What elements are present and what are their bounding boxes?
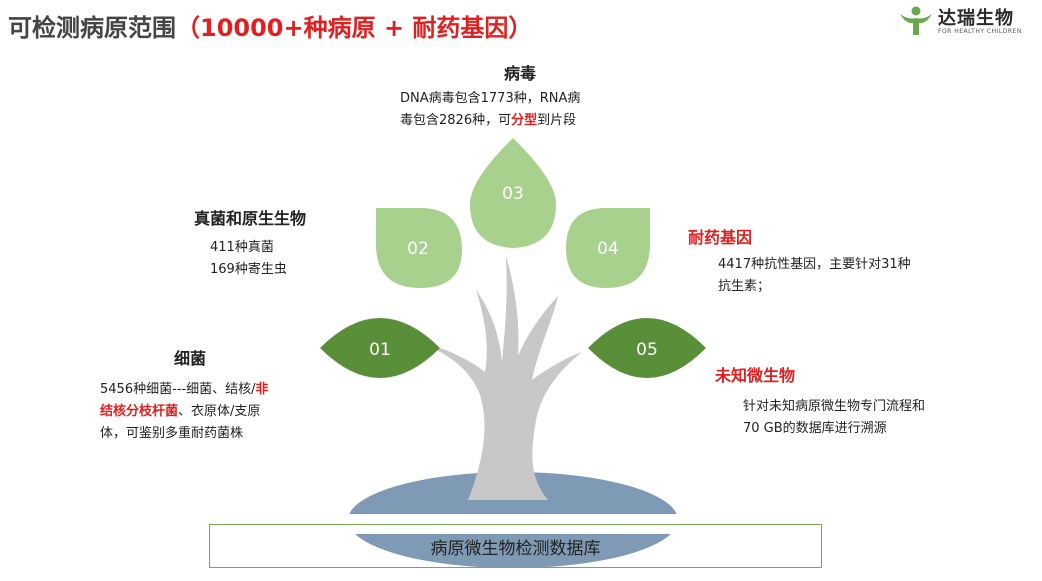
virus-typing-highlight: 分型 — [511, 113, 538, 128]
database-label: 病原微生物检测数据库 — [430, 538, 601, 559]
virus-section: 病毒 DNA病毒包含1773种，RNA病 毒包含2826种，可分型到片段 — [400, 60, 640, 132]
person-logo-icon — [900, 6, 932, 35]
unknown-section: 未知微生物 针对未知病原微生物专门流程和 70 GB的数据库进行溯源 — [715, 362, 925, 440]
leaf-03 — [470, 138, 556, 248]
database-box: 病原微生物检测数据库 — [209, 524, 822, 568]
resistance-heading: 耐药基因 — [688, 228, 753, 247]
resistance-line-2: 抗生素； — [718, 279, 771, 294]
fungi-heading: 真菌和原生生物 — [194, 209, 307, 228]
title-highlight: （10000+种病原 + 耐药基因） — [176, 14, 533, 42]
mycobacteria-highlight: 结核分枝杆菌 — [100, 404, 179, 419]
bacteria-line-3: 体，可鉴别多重耐药菌株 — [100, 426, 244, 441]
bacteria-line-2-end: 、衣原体/支原 — [178, 404, 261, 419]
virus-line-2-start: 毒包含2826种，可 — [400, 113, 512, 128]
leaf-04 — [566, 208, 650, 288]
fungi-line-2: 169种寄生虫 — [210, 262, 287, 277]
page-title: 可检测病原范围（10000+种病原 + 耐药基因） — [8, 8, 532, 43]
resistance-line-1: 4417种抗性基因，主要针对31种 — [718, 257, 911, 272]
bacteria-heading: 细菌 — [174, 349, 207, 368]
unknown-heading: 未知微生物 — [715, 366, 796, 385]
leaf-01-number: 01 — [369, 340, 391, 360]
virus-line-2: 毒包含2826种，可分型到片段 — [400, 110, 640, 132]
leaf-05-number: 05 — [636, 340, 658, 360]
bacteria-line-1-highlight: 非 — [255, 382, 269, 397]
tree-trunk — [422, 256, 582, 500]
leaf-04-number: 04 — [597, 239, 619, 259]
unknown-line-2: 70 GB的数据库进行溯源 — [743, 421, 887, 436]
fungi-section: 真菌和原生生物 411种真菌 169种寄生虫 — [194, 205, 306, 281]
virus-line-2-end: 到片段 — [537, 113, 577, 128]
leaf-03-number: 03 — [502, 184, 524, 204]
fungi-line-1: 411种真菌 — [210, 240, 274, 255]
logo-name: 达瑞生物 — [938, 8, 1014, 29]
leaf-02-number: 02 — [407, 239, 429, 259]
leaf-01 — [320, 318, 440, 378]
company-logo: 达瑞生物 FOR HEALTHY CHILDREN — [898, 4, 1038, 40]
leaf-05 — [588, 318, 706, 378]
unknown-line-1: 针对未知病原微生物专门流程和 — [743, 399, 926, 414]
title-main: 可检测病原范围 — [8, 13, 176, 42]
resistance-section: 耐药基因 4417种抗性基因，主要针对31种 抗生素； — [688, 224, 911, 298]
virus-line-1: DNA病毒包含1773种，RNA病 — [400, 91, 581, 106]
bacteria-line-1-start: 5456种细菌---细菌、结核/ — [100, 382, 256, 397]
bacteria-line-1: 5456种细菌---细菌、结核/非 — [100, 379, 269, 401]
bacteria-section: 细菌 5456种细菌---细菌、结核/非 结核分枝杆菌、衣原体/支原 体，可鉴别… — [100, 345, 269, 445]
virus-heading: 病毒 — [503, 64, 536, 83]
logo-tagline: FOR HEALTHY CHILDREN — [938, 28, 1022, 35]
leaf-02 — [376, 208, 462, 288]
bacteria-line-2: 结核分枝杆菌、衣原体/支原 — [100, 401, 269, 423]
